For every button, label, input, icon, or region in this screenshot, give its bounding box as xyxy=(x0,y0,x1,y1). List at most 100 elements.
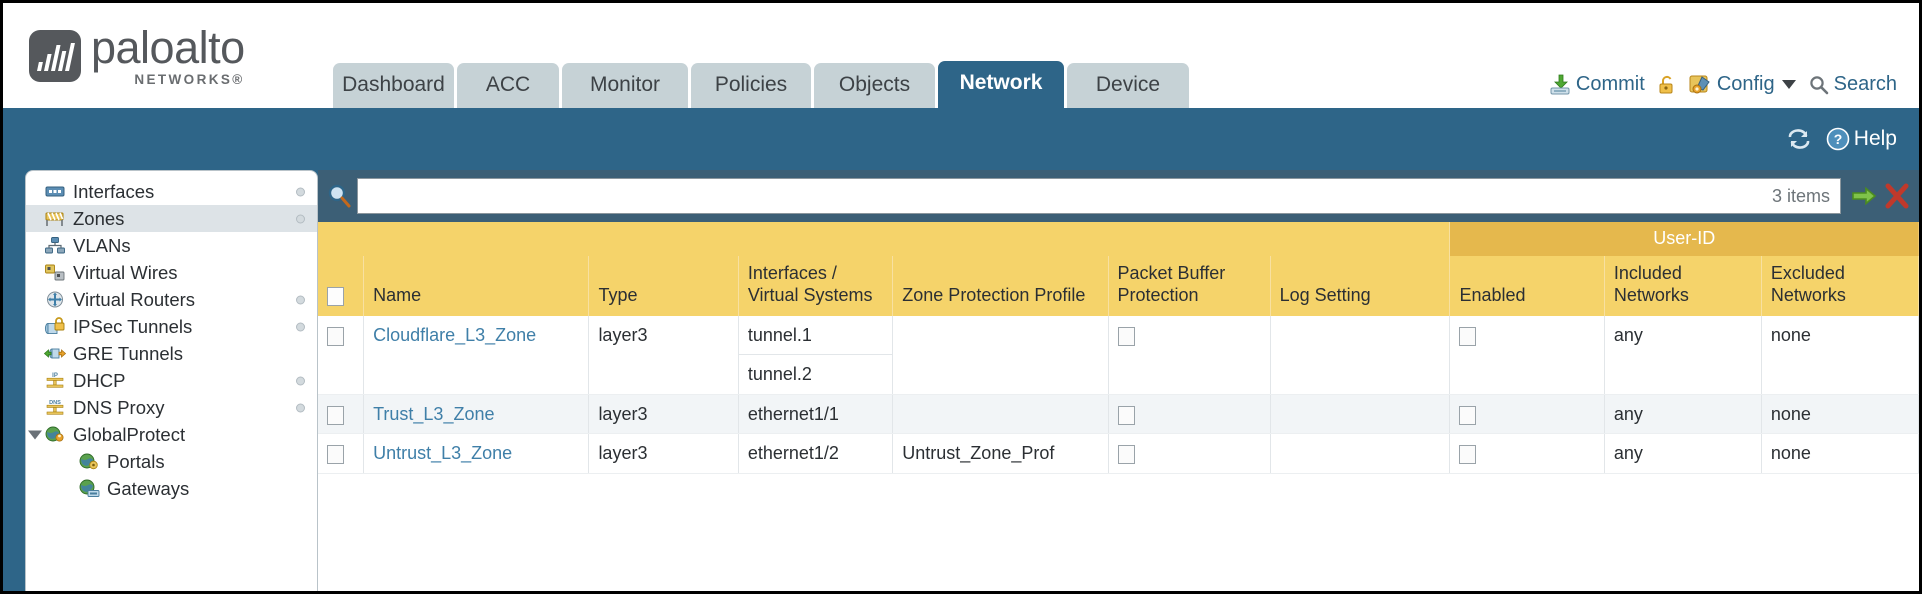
svg-text:?: ? xyxy=(1834,131,1843,147)
tab-acc[interactable]: ACC xyxy=(457,62,559,108)
cell-user-id-enabled xyxy=(1449,315,1605,395)
cell-type: layer3 xyxy=(588,315,739,395)
interfaces-icon xyxy=(44,182,66,201)
apply-filter-button[interactable] xyxy=(1851,183,1877,209)
commit-button[interactable]: Commit xyxy=(1549,73,1645,96)
sidebar-item-interfaces[interactable]: Interfaces xyxy=(26,178,317,205)
sidebar-item-dns-proxy[interactable]: DNS DNS Proxy xyxy=(26,394,317,421)
sidebar-item-dhcp[interactable]: IP DHCP xyxy=(26,367,317,394)
expand-triangle-icon[interactable] xyxy=(28,430,42,439)
user-id-enabled-checkbox[interactable] xyxy=(1459,326,1477,346)
cell-type: layer3 xyxy=(588,433,739,474)
chevron-down-icon xyxy=(1781,80,1796,89)
gateways-icon xyxy=(79,479,100,497)
body-area: Interfaces Zones xyxy=(3,170,1919,591)
refresh-icon[interactable] xyxy=(1786,128,1812,150)
config-menu[interactable]: Config xyxy=(1689,73,1796,96)
status-dot xyxy=(296,403,305,412)
table-row[interactable]: Cloudflare_L3_Zone layer3 tunnel.1 tunne… xyxy=(318,315,1919,395)
dhcp-icon: IP xyxy=(46,373,64,388)
cell-packet-buffer-protection xyxy=(1108,433,1271,474)
column-header-name[interactable]: Name xyxy=(363,255,590,316)
zones-table-container: User-ID Name Type Interfaces / Virtual S… xyxy=(318,222,1919,591)
item-count-label: 3 items xyxy=(1771,185,1830,206)
sidebar-item-gre-tunnels[interactable]: GRE Tunnels xyxy=(26,340,317,367)
column-header-enabled[interactable]: Enabled xyxy=(1449,255,1605,316)
sidebar-item-virtual-routers[interactable]: Virtual Routers xyxy=(26,286,317,313)
packet-buffer-protection-checkbox[interactable] xyxy=(1117,405,1135,425)
cell-packet-buffer-protection xyxy=(1108,394,1271,435)
top-right-actions: Commit Config xyxy=(1549,73,1897,96)
sidebar-item-label: Virtual Wires xyxy=(73,261,178,283)
row-select-cell xyxy=(318,433,365,474)
sidebar-item-label: GlobalProtect xyxy=(73,423,186,445)
select-all-checkbox[interactable] xyxy=(327,286,344,306)
help-icon: ? xyxy=(1826,127,1850,151)
help-button[interactable]: ? Help xyxy=(1826,127,1897,151)
content-panel: 3 items xyxy=(318,170,1919,591)
brand-tagline: NETWORKS® xyxy=(134,72,245,87)
select-all-header xyxy=(318,255,365,316)
tab-dashboard[interactable]: Dashboard xyxy=(333,62,454,108)
tab-objects[interactable]: Objects xyxy=(814,62,935,108)
column-header-zone-protection-profile[interactable]: Zone Protection Profile xyxy=(892,255,1109,316)
cell-excluded-networks: none xyxy=(1761,315,1919,395)
search-button[interactable]: Search xyxy=(1809,73,1897,96)
cell-name: Untrust_L3_Zone xyxy=(363,433,590,474)
sidebar-item-zones[interactable]: Zones xyxy=(26,205,317,232)
lock-icon[interactable] xyxy=(1658,75,1676,95)
column-header-included-networks[interactable]: Included Networks xyxy=(1604,255,1762,316)
sidebar-item-ipsec-tunnels[interactable]: IPSec Tunnels xyxy=(26,313,317,340)
tab-monitor[interactable]: Monitor xyxy=(562,62,688,108)
zone-link[interactable]: Cloudflare_L3_Zone xyxy=(373,324,537,345)
status-dot xyxy=(296,322,305,331)
cell-user-id-enabled xyxy=(1449,394,1605,435)
commit-label: Commit xyxy=(1575,73,1645,95)
column-header-interfaces[interactable]: Interfaces / Virtual Systems xyxy=(738,255,894,316)
column-header-log-setting[interactable]: Log Setting xyxy=(1270,255,1451,316)
filter-search-icon[interactable] xyxy=(326,183,352,209)
sidebar-item-globalprotect[interactable]: GlobalProtect xyxy=(26,421,317,448)
column-header-type[interactable]: Type xyxy=(588,255,739,316)
top-bar: paloalto NETWORKS® Dashboard ACC Monitor… xyxy=(3,3,1919,108)
brand-logo: paloalto NETWORKS® xyxy=(29,25,245,87)
globalprotect-icon xyxy=(45,426,64,442)
user-id-enabled-checkbox[interactable] xyxy=(1459,445,1477,465)
tab-policies[interactable]: Policies xyxy=(691,62,811,108)
table-row[interactable]: Trust_L3_Zone layer3 ethernet1/1 xyxy=(318,394,1919,435)
search-input[interactable] xyxy=(368,186,1772,206)
clear-filter-button[interactable] xyxy=(1885,183,1909,209)
sidebar-item-vlans[interactable]: VLANs xyxy=(26,232,317,259)
sidebar-item-portals[interactable]: Portals xyxy=(26,448,317,475)
sidebar-item-virtual-wires[interactable]: Virtual Wires xyxy=(26,259,317,286)
table-row[interactable]: Untrust_L3_Zone layer3 ethernet1/2 Untru… xyxy=(318,433,1919,474)
cell-zone-protection-profile: Untrust_Zone_Prof xyxy=(892,433,1109,474)
packet-buffer-protection-checkbox[interactable] xyxy=(1117,326,1135,346)
row-checkbox[interactable] xyxy=(327,405,344,425)
cell-interfaces: tunnel.1 tunnel.2 xyxy=(738,315,894,395)
cell-included-networks: any xyxy=(1604,433,1762,474)
row-checkbox[interactable] xyxy=(327,445,344,465)
column-header-packet-buffer-protection[interactable]: Packet Buffer Protection xyxy=(1108,255,1271,316)
portals-icon xyxy=(79,453,98,470)
user-id-enabled-checkbox[interactable] xyxy=(1459,405,1477,425)
column-header-excluded-networks[interactable]: Excluded Networks xyxy=(1761,255,1919,316)
tab-network[interactable]: Network xyxy=(938,60,1064,108)
zone-link[interactable]: Trust_L3_Zone xyxy=(373,403,495,424)
help-label: Help xyxy=(1853,127,1897,150)
commit-icon xyxy=(1549,74,1571,96)
sidebar-item-label: DNS Proxy xyxy=(73,396,165,418)
tab-device[interactable]: Device xyxy=(1067,62,1189,108)
sidebar-item-label: VLANs xyxy=(73,234,131,256)
packet-buffer-protection-checkbox[interactable] xyxy=(1117,445,1135,465)
sidebar-item-gateways[interactable]: Gateways xyxy=(26,475,317,502)
zone-link[interactable]: Untrust_L3_Zone xyxy=(373,443,513,464)
sidebar-item-label: Gateways xyxy=(107,477,190,499)
row-select-cell xyxy=(318,394,365,435)
status-dot xyxy=(296,187,305,196)
filter-bar: 3 items xyxy=(318,170,1919,222)
ipsec-tunnels-icon xyxy=(44,317,65,334)
cell-packet-buffer-protection xyxy=(1108,315,1271,395)
row-checkbox[interactable] xyxy=(327,326,344,346)
